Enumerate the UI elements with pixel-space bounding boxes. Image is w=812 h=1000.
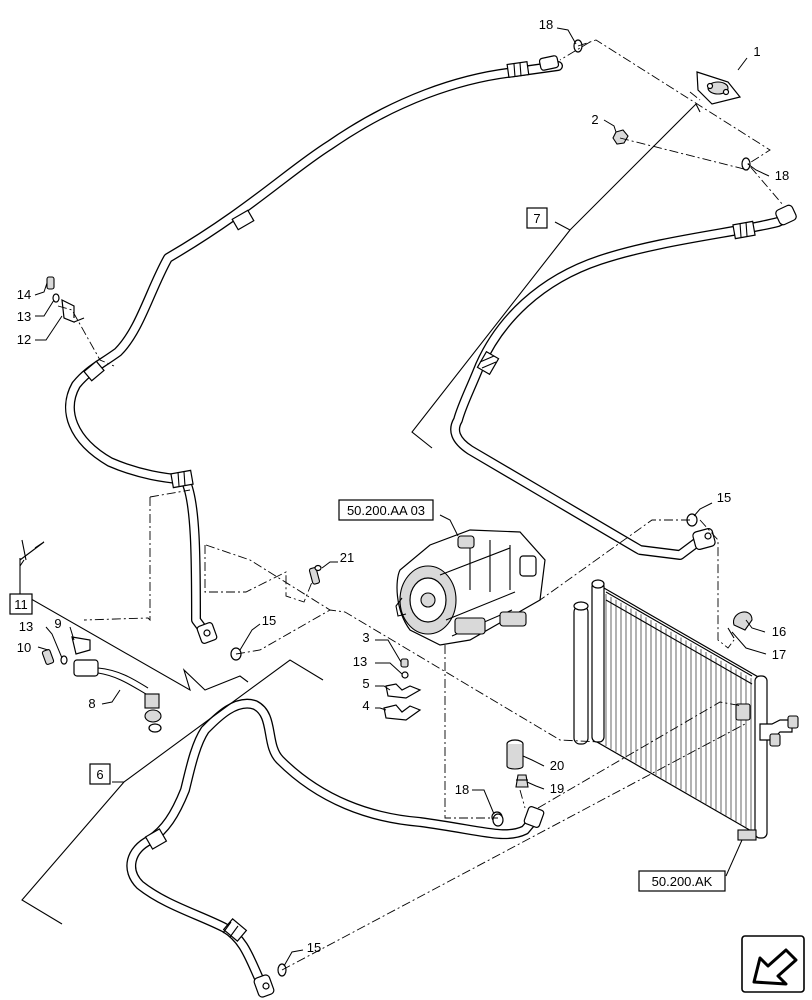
arrow-back-icon[interactable]: [741, 935, 805, 993]
callout-20: 20: [550, 758, 564, 773]
callout-8: 8: [88, 696, 95, 711]
callout-18: 18: [775, 168, 789, 183]
discharge-hose-7: [450, 211, 795, 560]
filter-drier-20: [506, 739, 524, 770]
nut-2: [612, 129, 629, 145]
callout-16: 16: [772, 624, 786, 639]
callout-13: 13: [19, 619, 33, 634]
callout-4: 4: [362, 698, 369, 713]
boxed-callout-label: 7: [533, 211, 540, 226]
callout-numbers: 18 1 2 18 14 13 12 15 21 15 16 17 3 13 5…: [17, 17, 789, 955]
plug-19: [515, 774, 529, 788]
bracket-9-assembly: [41, 636, 91, 665]
callout-12: 12: [17, 332, 31, 347]
callout-18: 18: [455, 782, 469, 797]
valve-cap-16-17: [727, 611, 753, 639]
callout-13: 13: [17, 309, 31, 324]
boxed-callout-7: 7: [526, 207, 548, 229]
callout-13: 13: [353, 654, 367, 669]
callout-15: 15: [717, 490, 731, 505]
callout-14: 14: [17, 287, 31, 302]
callout-5: 5: [362, 676, 369, 691]
callout-1: 1: [753, 44, 760, 59]
liquid-hose-fittings: [144, 806, 545, 998]
callout-15: 15: [262, 613, 276, 628]
upper-hose-fittings: [83, 55, 560, 644]
callout-19: 19: [550, 781, 564, 796]
callout-9: 9: [54, 616, 61, 631]
boxed-callout-label: 11: [14, 597, 28, 612]
ac-compressor: [395, 529, 546, 646]
callout-10: 10: [17, 640, 31, 655]
callout-21: 21: [340, 550, 354, 565]
compressor-reference-label: 50.200.AA 03: [347, 503, 425, 518]
callout-17: 17: [772, 647, 786, 662]
pressure-switch-8: [73, 659, 162, 733]
condenser: [573, 579, 799, 841]
callout-15: 15: [307, 940, 321, 955]
discharge-hose-fittings: [476, 204, 797, 550]
valve-21: [308, 564, 322, 585]
callout-3: 3: [362, 630, 369, 645]
assembly-centerlines: [57, 39, 784, 971]
mounting-plate-1: [696, 71, 742, 105]
callout-18: 18: [539, 17, 553, 32]
boxed-callout-11: 11: [9, 593, 33, 615]
condenser-reference-label: 50.200.AK: [652, 874, 713, 889]
condenser-reference[interactable]: 50.200.AK: [638, 870, 726, 892]
compressor-reference[interactable]: 50.200.AA 03: [338, 499, 434, 521]
leader-lines: [34, 27, 770, 967]
boxed-callout-label: 6: [96, 767, 103, 782]
boxed-callout-6: 6: [89, 763, 111, 785]
clamp-assembly-3-4-5: [383, 658, 422, 721]
bracket-12-assembly: [46, 276, 85, 323]
liquid-hose-6: [126, 698, 540, 990]
callout-2: 2: [591, 112, 598, 127]
